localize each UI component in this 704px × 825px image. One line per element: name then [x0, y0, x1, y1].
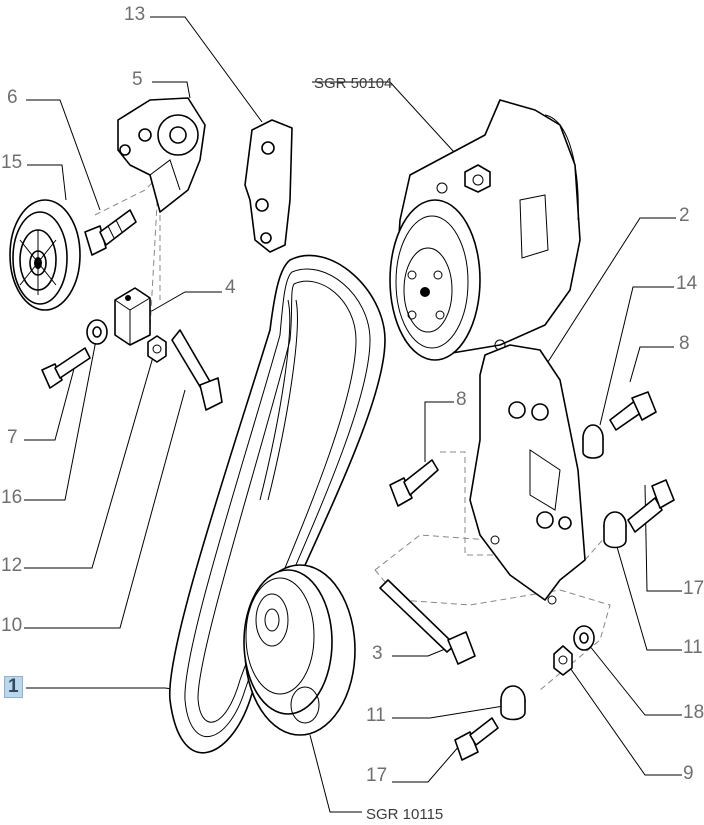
callout-9: 9 [683, 763, 694, 784]
mounting-bracket-2 [469, 344, 586, 605]
ref-compressor: SGR 50104 [314, 75, 393, 92]
spacer-11-lower [500, 685, 526, 721]
nut-12 [147, 335, 167, 363]
bolt-10 [171, 329, 223, 411]
washer-16 [86, 319, 108, 345]
callout-14: 14 [676, 273, 698, 294]
callout-11-lower: 11 [366, 705, 386, 726]
bolt-6 [84, 209, 137, 256]
bolt-17-right [627, 479, 675, 533]
spacer-14 [582, 424, 604, 459]
leader-lines [24, 16, 682, 813]
bolt-7 [41, 347, 91, 389]
callout-17-right: 17 [683, 578, 704, 599]
callout-11-right: 11 [683, 637, 703, 658]
callout-18: 18 [683, 702, 704, 723]
callout-3: 3 [372, 643, 383, 664]
washer-18 [573, 625, 595, 651]
bolt-8-left [389, 459, 439, 507]
callout-1-selected[interactable]: 1 [4, 676, 23, 698]
callout-5: 5 [132, 69, 143, 90]
ac-compressor [389, 99, 581, 361]
callout-15: 15 [1, 152, 23, 173]
ref-pulley-belt: SGR 10115 [366, 806, 444, 823]
callout-7: 7 [7, 427, 18, 448]
nut-9 [553, 645, 573, 676]
callout-4: 4 [225, 277, 236, 298]
bolt-8-right [609, 391, 657, 431]
callout-8-right: 8 [679, 333, 690, 354]
callout-16: 16 [1, 487, 23, 508]
idler-pulley-15 [9, 199, 81, 311]
spacer-11-right [603, 511, 627, 549]
callout-6: 6 [7, 87, 18, 108]
callout-17-lower: 17 [366, 765, 388, 786]
poly-v-belt-1 [168, 254, 386, 754]
callout-10: 10 [1, 615, 23, 636]
bolt-17-lower [454, 717, 499, 761]
tensioner-bracket-5 [117, 97, 206, 213]
callout-2: 2 [679, 205, 690, 226]
callout-13: 13 [124, 4, 146, 25]
callout-12: 12 [1, 555, 23, 576]
callout-8-left: 8 [456, 389, 467, 410]
long-bolt-3 [379, 579, 476, 665]
crank-pulley [243, 564, 356, 736]
bracket-13 [244, 119, 293, 253]
block-4 [114, 287, 151, 346]
